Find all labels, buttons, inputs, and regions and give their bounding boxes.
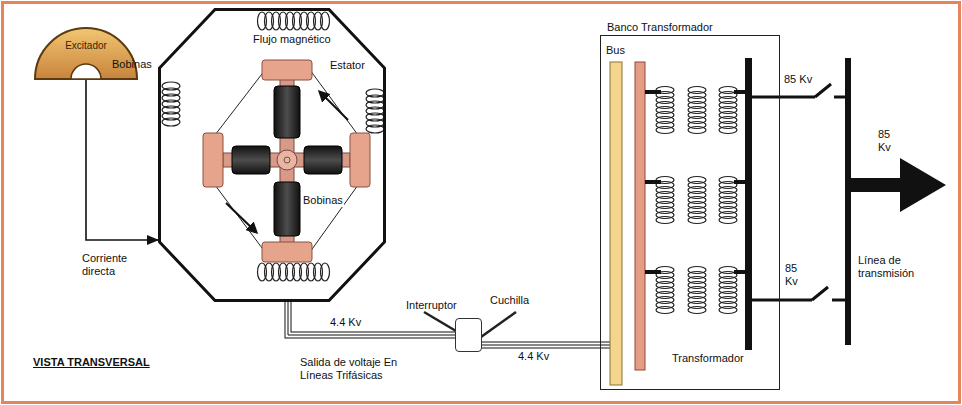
transformer-bank: [610, 58, 752, 385]
node-label: Excitador: [33, 39, 139, 52]
transformer-bank-box: Banco Transformador: [600, 35, 780, 390]
outer-frame: [3, 3, 960, 403]
rotor: [277, 150, 297, 170]
rotor: [310, 70, 358, 135]
voltage-label: 85 Kv: [784, 73, 812, 86]
edge-label: 4.4 Kv: [518, 350, 549, 363]
voltage-label: 85 Kv: [878, 128, 900, 154]
stator-octagon: Estator: [158, 8, 386, 302]
rotor: [215, 70, 265, 135]
note-text: Salida de voltaje En Líneas Trifásicas: [300, 356, 418, 382]
rotor: [262, 242, 312, 262]
node-label: Banco Transformador: [607, 21, 713, 34]
transformer-bank: [645, 177, 745, 224]
transformer-bank: [645, 267, 745, 314]
stator-coils: [258, 12, 330, 30]
view-title: VISTA TRANSVERSAL: [33, 356, 150, 369]
line-single: [86, 80, 158, 240]
transformer-bank: [745, 58, 752, 350]
rotor: [274, 182, 300, 236]
part-name: Bobinas: [112, 58, 152, 71]
exciter-shape: Excitador: [33, 26, 139, 80]
dc-feed-arrow: [86, 80, 158, 240]
node-label: Interruptor: [406, 299, 457, 312]
breaker-blades: [424, 312, 456, 331]
rotor: [232, 146, 270, 174]
rotation-arrows: [320, 92, 348, 120]
line-gap: [482, 343, 600, 348]
high-voltage-switches: [815, 84, 831, 97]
stator-outline: [158, 8, 386, 302]
rotor: [274, 86, 300, 138]
part-name: Línea de transmisión: [858, 254, 930, 280]
high-voltage-switches: [752, 84, 846, 300]
three-phase-line: [482, 345, 600, 346]
edge-label: Corriente directa: [82, 252, 142, 278]
exciter-hole: [71, 64, 101, 79]
part-name: Cuchilla: [490, 294, 529, 307]
stator-coils: [162, 12, 384, 281]
stator-coils: [366, 89, 384, 133]
high-voltage-switches: [752, 299, 812, 302]
transmission-arrow: [851, 158, 946, 212]
exciter-outline: [33, 26, 139, 80]
breaker-blades: [481, 312, 516, 337]
breaker-box: Interruptor: [455, 318, 482, 352]
transformer-bank: [610, 62, 622, 385]
part-name: Bobinas: [302, 194, 344, 207]
exciter-arch: [35, 28, 137, 79]
high-voltage-switches: [812, 287, 828, 300]
line-center: [482, 345, 600, 346]
part-name: Bus: [606, 44, 625, 57]
voltage-label: 85 Kv: [785, 262, 807, 288]
high-voltage-switches: [834, 96, 846, 99]
rotor: [350, 133, 370, 187]
rotation-arrows: [226, 203, 256, 232]
edge-label: 4.4 Kv: [330, 316, 361, 329]
high-voltage-switches: [752, 96, 815, 99]
transformer-bank: [635, 62, 645, 370]
stator-coils: [258, 263, 330, 281]
transformer-bank: [645, 87, 745, 134]
stator-octagon-line: [160, 10, 385, 301]
rotor: [203, 133, 223, 187]
rotation-arrows: [226, 92, 348, 232]
rotor: [215, 185, 265, 252]
line-outer: [482, 342, 600, 349]
transmission-bar: [845, 58, 851, 345]
node-label: Estator: [330, 59, 365, 72]
part-name: Flujo magnético: [253, 33, 331, 46]
rotor: [304, 146, 342, 174]
part-name: Transformador: [672, 352, 744, 365]
rotor: [284, 157, 290, 163]
high-voltage-switches: [832, 299, 846, 302]
rotor: [262, 60, 312, 80]
rotor: [203, 60, 370, 262]
stator-coils: [162, 82, 180, 126]
